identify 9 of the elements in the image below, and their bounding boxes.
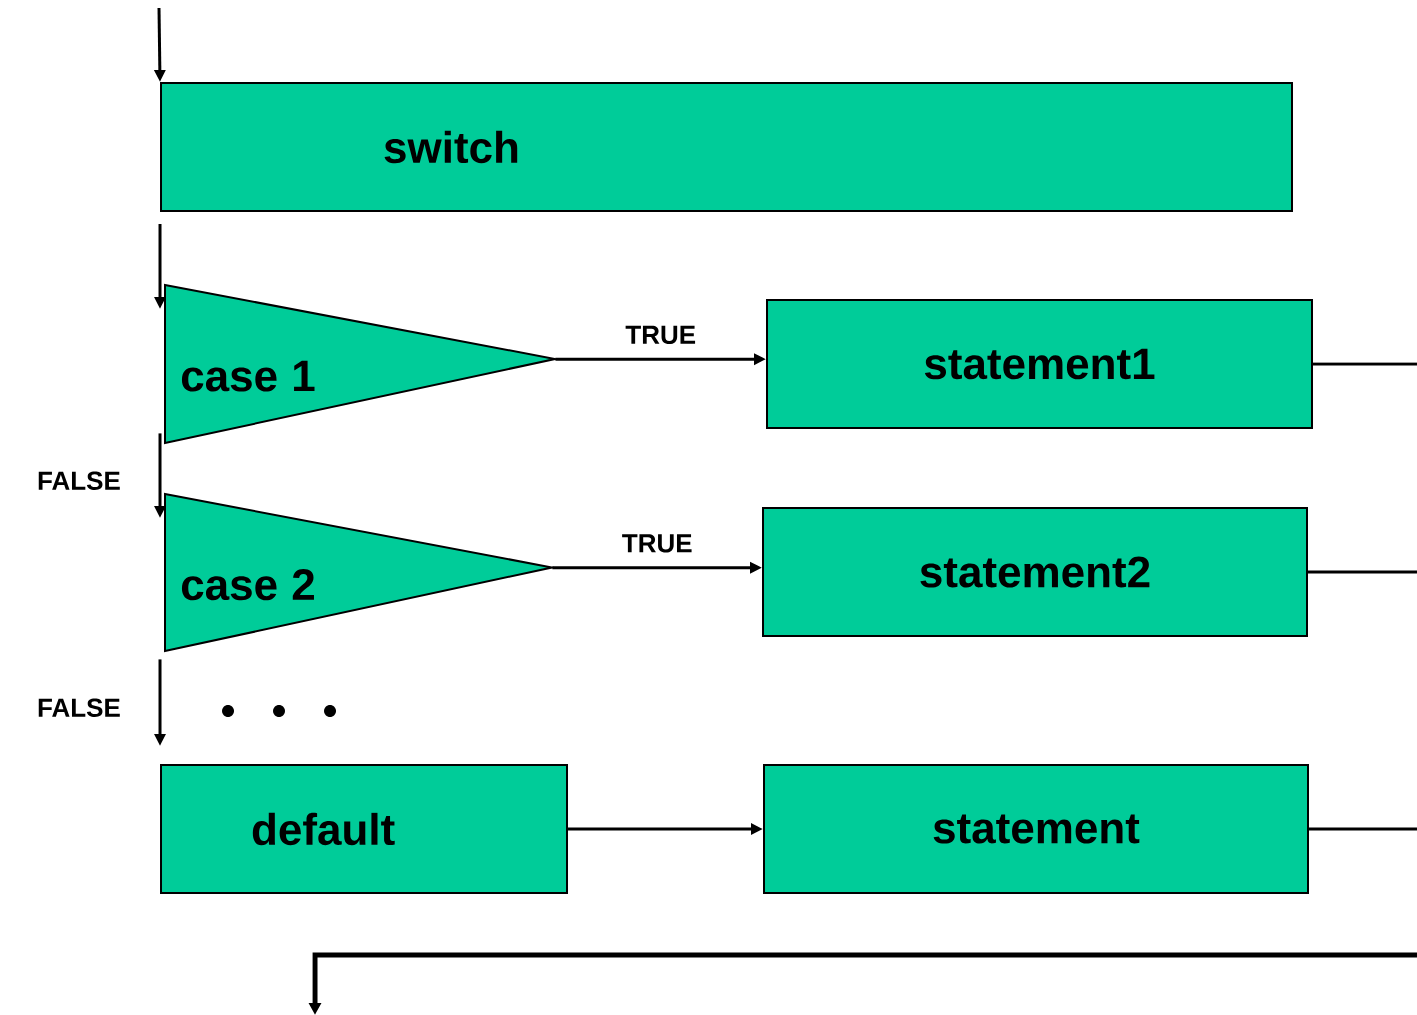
process-box: default — [160, 764, 568, 894]
edge-label: FALSE — [36, 470, 122, 491]
edge-label: TRUE — [624, 324, 698, 345]
edge-label: FALSE — [36, 697, 122, 718]
process-box: switch — [160, 82, 1293, 212]
process-box: statement1 — [766, 299, 1313, 429]
process-box: statement2 — [762, 507, 1308, 637]
process-box: statement — [763, 764, 1309, 894]
edge-label: TRUE — [620, 533, 694, 554]
